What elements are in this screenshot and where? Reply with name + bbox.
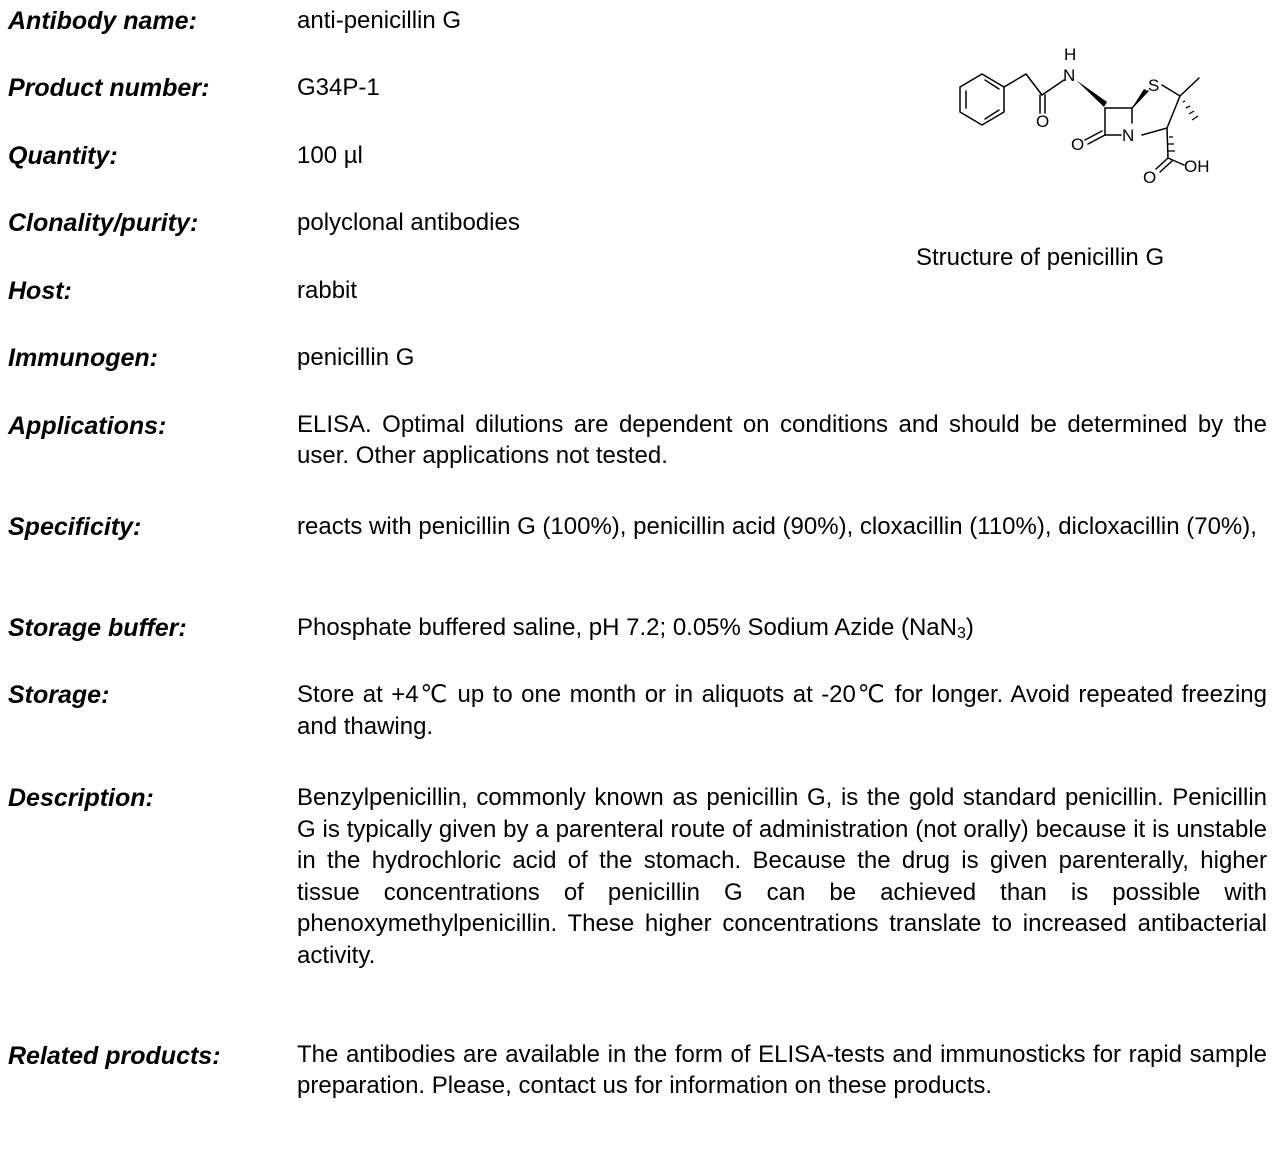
atom-o-lactam: O: [1071, 135, 1084, 154]
applications-value: ELISA. Optimal dilutions are dependent o…: [297, 411, 1267, 469]
storage-buffer-subscript: 3: [956, 625, 966, 642]
benzene-double-bond: [984, 109, 1000, 120]
product-number-value: G34P-1: [297, 74, 380, 101]
bond: [1166, 127, 1169, 159]
bond: [1041, 79, 1065, 96]
hash-bond: [1182, 100, 1186, 103]
benzene-double-bond: [984, 79, 1000, 90]
benzene-ring: [959, 73, 1005, 126]
bond: [1003, 73, 1027, 88]
antibody-name-label: Antibody name:: [8, 7, 197, 35]
related-products-label: Related products:: [8, 1042, 221, 1070]
bond: [1025, 73, 1043, 96]
atom-o-amide: O: [1036, 112, 1049, 131]
atom-n-amide: N: [1063, 66, 1075, 85]
specificity-value: reacts with penicillin G (100%), penicil…: [297, 513, 1257, 540]
storage-label: Storage:: [8, 681, 110, 709]
hash-bond: [1185, 105, 1191, 109]
clonality-label: Clonality/purity:: [8, 209, 199, 237]
related-products-value: The antibodies are available in the form…: [297, 1041, 1267, 1099]
description-value: Benzylpenicillin, commonly known as peni…: [297, 784, 1267, 969]
hash-bond: [1188, 110, 1195, 115]
bond: [1161, 84, 1181, 97]
specificity-label: Specificity:: [8, 513, 142, 541]
storage-buffer-label: Storage buffer:: [8, 614, 187, 642]
carbonyl-bond: [1155, 157, 1169, 170]
bond: [1167, 157, 1185, 166]
carbonyl-bond: [1087, 134, 1106, 145]
quantity-value: 100 µl: [297, 142, 363, 169]
structure-caption: Structure of penicillin G: [916, 244, 1165, 271]
atom-o-acid: O: [1143, 168, 1156, 187]
clonality-value: polyclonal antibodies: [297, 209, 520, 236]
penicillin-g-structure: H N S O O N O OH: [959, 45, 1210, 187]
atom-h: H: [1064, 45, 1076, 64]
atom-s: S: [1148, 76, 1159, 95]
host-value: rabbit: [297, 277, 358, 304]
atom-oh: OH: [1184, 157, 1210, 176]
quantity-label: Quantity:: [8, 142, 118, 170]
wedge-bond: [1132, 89, 1148, 108]
host-label: Host:: [8, 277, 72, 305]
carbonyl-bond: [1159, 160, 1173, 173]
hash-bond: [1191, 115, 1199, 121]
bond: [1141, 127, 1168, 136]
antibody-name-value: anti-penicillin G: [297, 7, 462, 34]
storage-buffer-value: Phosphate buffered saline, pH 7.2; 0.05%…: [297, 612, 974, 644]
immunogen-label: Immunogen:: [8, 344, 158, 372]
storage-buffer-end: ): [965, 614, 974, 641]
description-label: Description:: [8, 784, 154, 812]
storage-buffer-text: Phosphate buffered saline, pH 7.2; 0.05%…: [297, 614, 957, 641]
atom-n-ring: N: [1122, 126, 1134, 145]
wedge-bond: [1076, 80, 1107, 107]
carbonyl-bond: [1084, 130, 1103, 141]
immunogen-value: penicillin G: [297, 344, 415, 371]
applications-label: Applications:: [8, 412, 167, 440]
methyl-bond: [1179, 77, 1200, 97]
product-number-label: Product number:: [8, 74, 210, 102]
bond: [1166, 95, 1181, 129]
storage-value: Store at +4℃ up to one month or in aliqu…: [297, 681, 1267, 740]
